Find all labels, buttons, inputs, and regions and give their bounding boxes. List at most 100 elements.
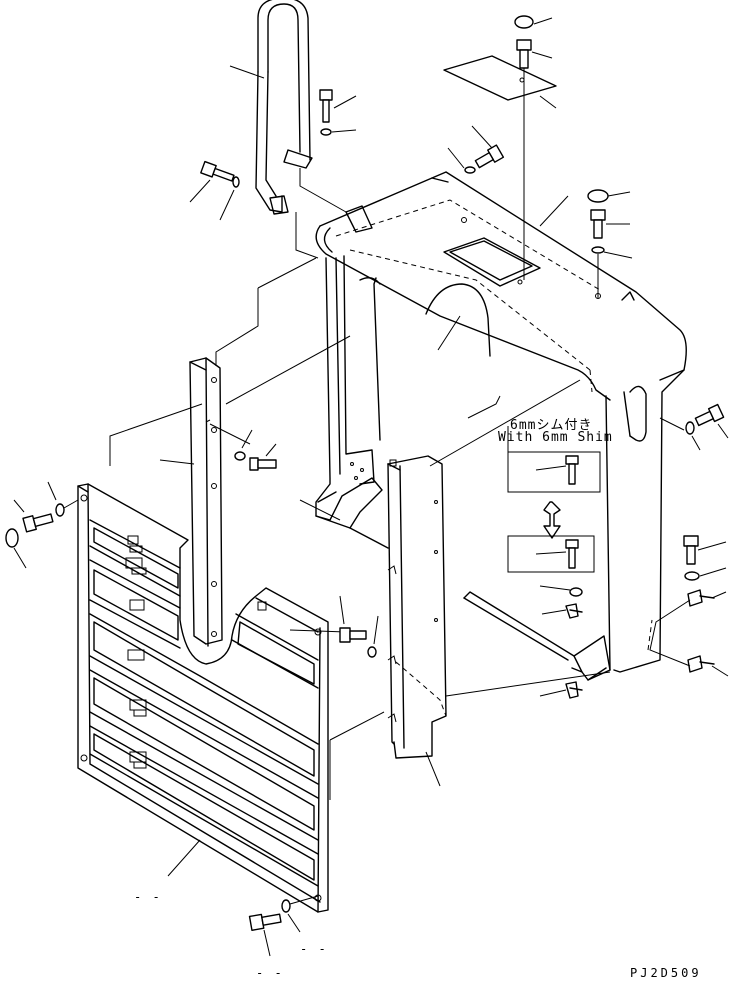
cap-icon [5, 528, 19, 548]
assembly-line [289, 895, 319, 905]
assembly-line [299, 168, 347, 213]
front-grille-panel [77, 483, 329, 913]
stay-bar [463, 591, 611, 681]
washer-icon [569, 587, 583, 597]
leader-frame [539, 195, 569, 227]
hole [519, 77, 525, 83]
leader-washer [603, 251, 633, 259]
washer-icon [685, 421, 695, 435]
washer-icon [464, 166, 476, 174]
assembly-line [205, 419, 211, 423]
inner-rail [189, 357, 223, 647]
leader-bolt [13, 499, 25, 513]
bolt-icon [339, 627, 367, 643]
panel-handle-icon [125, 557, 147, 575]
leader-cap [607, 191, 631, 197]
cap-icon [587, 189, 609, 203]
washer-icon [281, 899, 291, 913]
assembly-line [295, 212, 319, 259]
leader-bolt [333, 95, 357, 109]
washer-icon [55, 503, 65, 517]
leader-washer [691, 435, 701, 451]
assembly-line [289, 629, 347, 633]
leader-washer [699, 567, 727, 577]
leader-bolt [339, 595, 345, 625]
panel-handle-icon [129, 751, 147, 769]
leader-washer [47, 481, 57, 501]
bolt-icon [474, 144, 505, 169]
leader-inner-rail [159, 459, 195, 465]
leader-bolt [189, 179, 211, 203]
assembly-line [299, 499, 341, 521]
leader-clip [711, 665, 729, 677]
leader-grille-panel [167, 839, 201, 877]
leader-washer [373, 615, 379, 645]
leader-bolt [697, 541, 727, 551]
cover-plate [443, 55, 557, 101]
drawing-code: PJ2D509 [630, 966, 702, 980]
handrail [255, 0, 313, 215]
clip-icon [687, 655, 715, 673]
side-bracket [315, 255, 389, 549]
bolt-icon [22, 513, 54, 533]
washer-icon [367, 646, 377, 658]
panel-clip [257, 601, 267, 611]
assembly-line [257, 257, 317, 289]
leader-bolt [265, 443, 277, 457]
leader-clip [539, 689, 567, 697]
side-cover [387, 379, 611, 759]
shim-note-jp: 6mmシム付き [510, 418, 593, 433]
assembly-line [659, 417, 685, 431]
washer-icon [234, 451, 246, 461]
washer-icon [591, 246, 605, 254]
assembly-line [215, 288, 259, 366]
assembly-line [225, 335, 351, 405]
leader-cap [13, 547, 27, 569]
leader-clip [711, 591, 727, 599]
assembly-line [63, 499, 79, 509]
bolt-icon [248, 913, 282, 931]
bolt-icon [249, 457, 277, 471]
cap-icon [514, 15, 534, 29]
stray-mark: - - [256, 966, 284, 980]
assembly-line [467, 395, 509, 452]
leader-bolt [263, 929, 271, 957]
leader-washer [219, 189, 235, 221]
bolt-icon [590, 209, 606, 239]
washer-icon [320, 128, 332, 136]
leader-washer [331, 129, 357, 133]
leader-frame-arch [437, 315, 461, 351]
shim-detail [507, 451, 601, 573]
assembly-line [109, 403, 203, 466]
stray-mark: - - [134, 890, 162, 904]
stray-mark: - - [300, 942, 328, 956]
panel-handle-icon [127, 535, 143, 553]
leader-cap [533, 17, 553, 25]
shim-note-en: With 6mm Shim [498, 430, 613, 445]
leader-washer [539, 585, 571, 591]
leader-side-cover [425, 751, 441, 787]
washer-icon [684, 571, 700, 581]
panel-handle-icon [129, 699, 147, 717]
leader-washer [447, 147, 465, 169]
washer-icon [232, 176, 240, 188]
assembly-line [649, 599, 691, 667]
panel-handle-icon [129, 599, 145, 611]
leader-bolt [471, 125, 493, 149]
radiator-guard-frame [315, 171, 687, 673]
panel-handle-icon [127, 649, 145, 661]
bolt-icon [200, 160, 235, 182]
leader-clip [541, 609, 567, 615]
leader-bolt [717, 423, 729, 439]
assembly-line [329, 711, 385, 741]
leader-handrail [229, 65, 265, 79]
clip-icon [565, 681, 583, 699]
leader-bolt [531, 51, 553, 59]
bolt-icon [516, 39, 532, 69]
clip-icon [687, 589, 715, 607]
leader-washer [241, 429, 253, 449]
leader-plate [539, 95, 557, 109]
bolt-icon [694, 403, 725, 427]
